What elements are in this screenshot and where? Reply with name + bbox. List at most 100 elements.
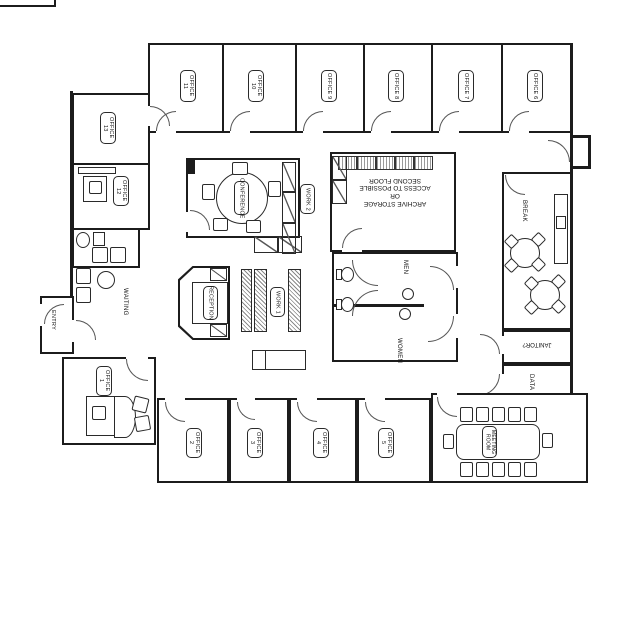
door-gap-office-11 (156, 129, 176, 133)
door-gap-data (500, 374, 504, 394)
label-office-10: OFFICE 10 (248, 70, 264, 102)
label-meeting: MEETING ROOM (482, 426, 497, 458)
door-arc-janitor (480, 334, 500, 354)
archive-shelf-3 (376, 156, 395, 170)
reception-corner-shelf-1 (210, 268, 227, 281)
women-sink (399, 308, 411, 320)
restroom-divider (334, 304, 424, 307)
door-gap-men (454, 266, 458, 288)
meeting-chair-11 (443, 434, 454, 449)
door-gap-women (454, 314, 458, 338)
reception-corner-shelf-2 (210, 324, 227, 337)
label-office-1: OFFICE 1 (96, 366, 112, 396)
meeting-chair-2 (476, 407, 489, 422)
meeting-chair-1 (460, 407, 473, 422)
door-gap-office-3 (237, 398, 255, 402)
label-office-6: OFFICE 6 (527, 70, 543, 102)
work2-shelf-2 (282, 192, 296, 223)
work1-counter-end (252, 350, 266, 370)
label-office-9: OFFICE 9 (321, 70, 337, 102)
waiting-chair-2 (110, 247, 126, 263)
label-office-13: OFFICE 13 (100, 112, 116, 144)
break-counter (554, 194, 568, 264)
label-janitor: JANITOR? (522, 341, 552, 348)
work2-shelf-3 (282, 223, 296, 254)
meeting-chair-5 (524, 407, 537, 422)
waiting-table (97, 271, 115, 289)
label-men: MEN (402, 260, 408, 275)
label-work-1: WORK 1 (270, 287, 285, 317)
door-gap-office-8 (371, 129, 391, 133)
label-break: BREAK (521, 200, 527, 222)
label-office-11: OFFICE 11 (180, 70, 196, 102)
conference-chair-2 (202, 184, 215, 200)
door-gap-office-6 (509, 129, 529, 133)
men-toilet (341, 267, 354, 282)
archive-shelf-5 (414, 156, 433, 170)
door-gap-office-2 (165, 398, 185, 402)
archive-side-shelf-1 (332, 156, 347, 180)
archive-side-shelf-2 (332, 180, 347, 204)
door-arc-alcove (548, 140, 570, 162)
cabinet-1 (254, 236, 278, 253)
meeting-chair-9 (508, 462, 521, 477)
office-12-shelf (78, 167, 116, 174)
archive-shelf-4 (395, 156, 414, 170)
work1-shelf-1 (241, 269, 252, 332)
meeting-chair-3 (492, 407, 505, 422)
archive-shelf-2 (357, 156, 376, 170)
outer-wall-left (70, 91, 73, 354)
label-office-5: OFFICE 5 (378, 428, 394, 458)
meeting-chair-10 (524, 462, 537, 477)
women-toilet-tank (336, 299, 342, 310)
label-office-7: OFFICE 7 (458, 70, 474, 102)
break-counter-appliance (556, 216, 566, 229)
conference-chair-4 (213, 218, 228, 231)
meeting-chair-7 (476, 462, 489, 477)
alcove-wall-top (570, 135, 590, 138)
label-women: WOMEN (396, 338, 402, 364)
label-data: DATA (528, 374, 534, 391)
office-1-desk-chair (92, 406, 106, 420)
door-gap-archive (342, 248, 362, 252)
waiting-chair-1 (92, 247, 108, 263)
office-1-guest-chair-2 (133, 414, 152, 433)
alcove-wall-right (588, 135, 591, 169)
waiting-chair-3 (76, 268, 91, 284)
conference-chair-3 (268, 181, 281, 197)
meeting-chair-8 (492, 462, 505, 477)
door-gap-office-4 (297, 398, 317, 402)
conference-chair-5 (246, 220, 261, 233)
meeting-chair-6 (460, 462, 473, 477)
label-office-2: OFFICE 2 (186, 428, 202, 458)
label-conference: CONFERENCE (234, 178, 249, 218)
entry-inner-gap (72, 320, 76, 342)
door-gap-office-10 (230, 129, 250, 133)
label-office-8: OFFICE 8 (388, 70, 404, 102)
label-work-2: WORK 2 (300, 184, 315, 214)
meeting-table (456, 424, 540, 460)
door-gap-office-9 (303, 129, 323, 133)
conference-corner-column (188, 160, 195, 174)
meeting-chair-12 (542, 433, 553, 448)
men-toilet-tank (336, 269, 342, 280)
label-waiting: WAITING (122, 288, 128, 316)
work1-shelf-3 (288, 269, 301, 332)
alcove-wall-bottom (570, 166, 590, 169)
frame-mark-horizontal (0, 5, 56, 7)
conference-chair-1 (232, 162, 248, 175)
door-gap-meeting (437, 391, 457, 395)
door-gap-office-5 (365, 398, 385, 402)
label-entry: ENTRY (50, 310, 56, 331)
waiting-chair-4 (76, 287, 91, 303)
powder-sink (93, 232, 105, 246)
frame-mark-vertical (54, 0, 56, 7)
label-office-3: OFFICE 3 (247, 428, 263, 458)
archive-note: ARCHIVE STORAGE OR ACCESS TO POSSIBLE SE… (359, 176, 431, 208)
women-toilet (341, 297, 354, 312)
work2-shelf-1 (282, 162, 296, 192)
label-office-4: OFFICE 4 (313, 428, 329, 458)
door-gap-office-1 (126, 355, 148, 359)
door-gap-office-7 (439, 129, 459, 133)
label-office-12: OFFICE 12 (113, 176, 129, 206)
